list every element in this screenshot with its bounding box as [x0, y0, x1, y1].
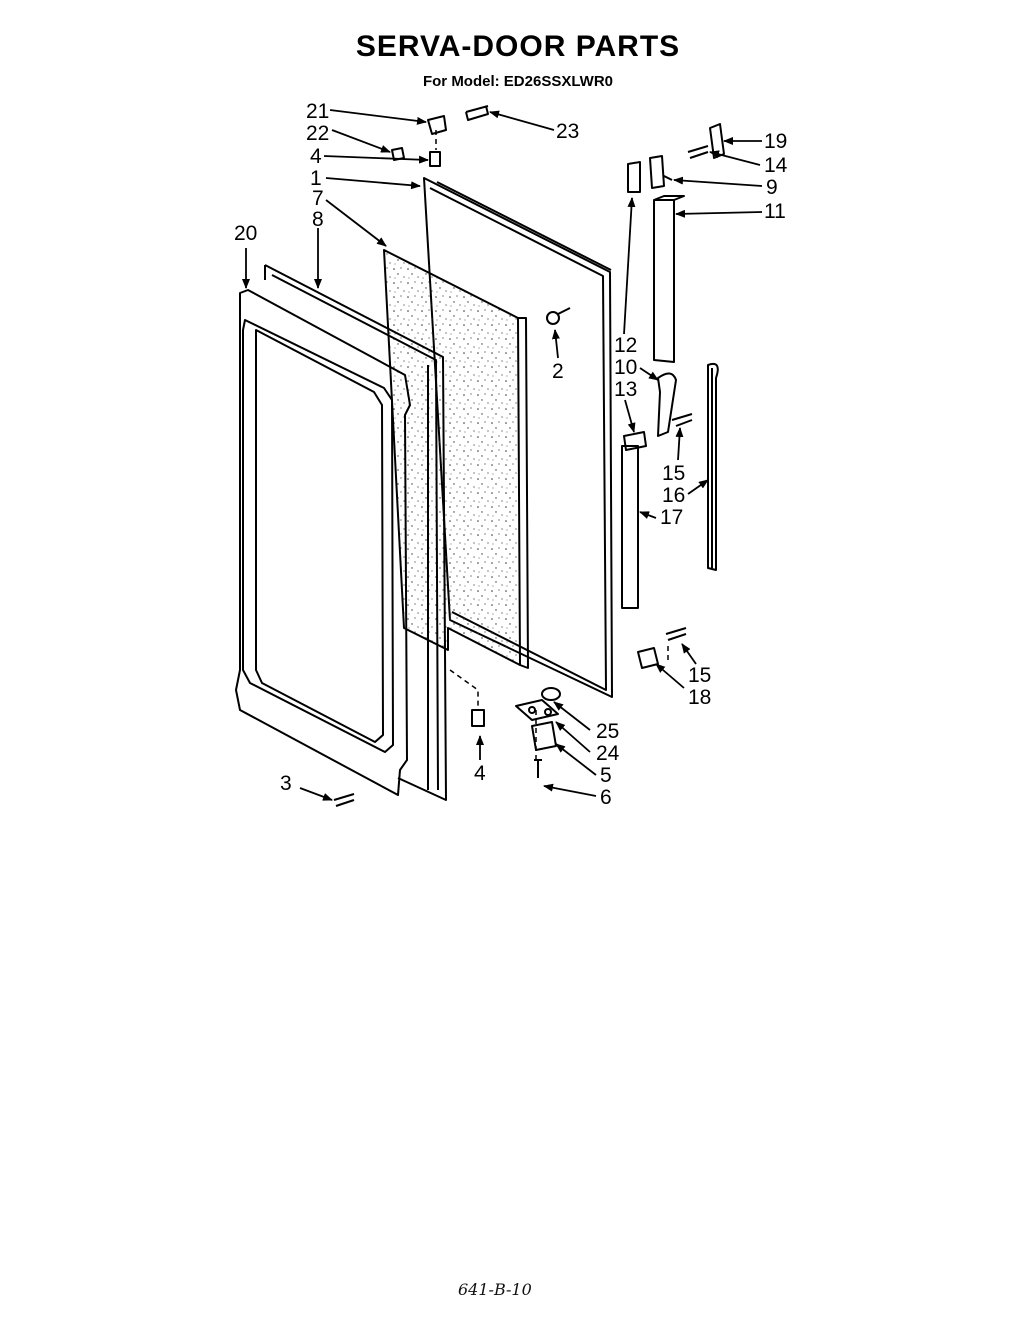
bushing-part-4-bottom: [471, 709, 485, 727]
model-subtitle: For Model: ED26SSXLWR0: [422, 73, 614, 90]
callout-23: 23: [556, 120, 579, 143]
handle-joint-part-10: [657, 372, 677, 437]
screw-part-15-lower: [665, 627, 687, 641]
insulation-part-7: [383, 249, 529, 669]
hinge-part-5: [531, 721, 557, 751]
bushing-part-4-top: [429, 151, 441, 167]
screw-part-14: [687, 145, 709, 159]
handle-upper-part-11: [653, 195, 685, 363]
screw-part-6: [534, 759, 542, 778]
callout-17: 17: [660, 506, 683, 529]
callout-24: 24: [596, 742, 620, 765]
screw-part-3: [333, 793, 355, 807]
callout-10: 10: [614, 356, 637, 379]
callout-14: 14: [764, 154, 788, 177]
callout-19: 19: [764, 130, 787, 153]
callout-3: 3: [280, 772, 292, 795]
callout-labels: 21 22 4 1 7 8 20 23 19 14 9 11 2 12 10 1…: [234, 100, 788, 809]
callout-1: 1: [310, 167, 322, 190]
callout-18: 18: [688, 686, 711, 709]
callout-25: 25: [596, 720, 619, 743]
screw-part-23: [465, 105, 489, 121]
callout-15-upper: 15: [662, 462, 685, 485]
callout-4-top: 4: [310, 145, 322, 168]
callout-20: 20: [234, 222, 257, 245]
callout-22: 22: [306, 122, 329, 145]
leader-lines: [242, 109, 763, 801]
callout-21: 21: [306, 100, 329, 123]
bracket-part-12: [627, 161, 641, 193]
callout-13: 13: [614, 378, 637, 401]
callout-15-lower: 15: [688, 664, 711, 687]
callout-7: 7: [312, 187, 324, 210]
callout-8: 8: [312, 208, 324, 231]
washer-part-25: [541, 687, 561, 701]
screw-part-2: [546, 307, 571, 325]
outer-door-part-20: [235, 289, 411, 796]
page-title: SERVA-DOOR PARTS: [355, 30, 681, 63]
bracket-part-13: [623, 431, 647, 451]
cap-part-19: [709, 123, 725, 159]
callout-2: 2: [552, 360, 564, 383]
bracket-part-18: [637, 647, 659, 669]
screw-part-15-upper: [671, 413, 693, 427]
bracket-part-9: [649, 155, 673, 189]
spacer-part-22: [391, 147, 405, 161]
callout-6: 6: [600, 786, 612, 809]
callout-5: 5: [600, 764, 612, 787]
assembly-guide-lines: [435, 130, 669, 760]
callout-12: 12: [614, 334, 637, 357]
callout-9: 9: [766, 176, 778, 199]
callout-11: 11: [764, 200, 786, 223]
hinge-bracket-part-21: [427, 115, 447, 135]
handle-lower-part-17: [621, 445, 639, 609]
callout-4-bottom: 4: [474, 762, 486, 785]
door-frame-part-8: [264, 264, 447, 801]
hinge-plate-part-24: [515, 699, 559, 721]
drawing-reference-note: 641-B-10: [458, 1280, 532, 1299]
callout-16: 16: [662, 484, 685, 507]
handle-insert-part-16: [707, 362, 719, 571]
